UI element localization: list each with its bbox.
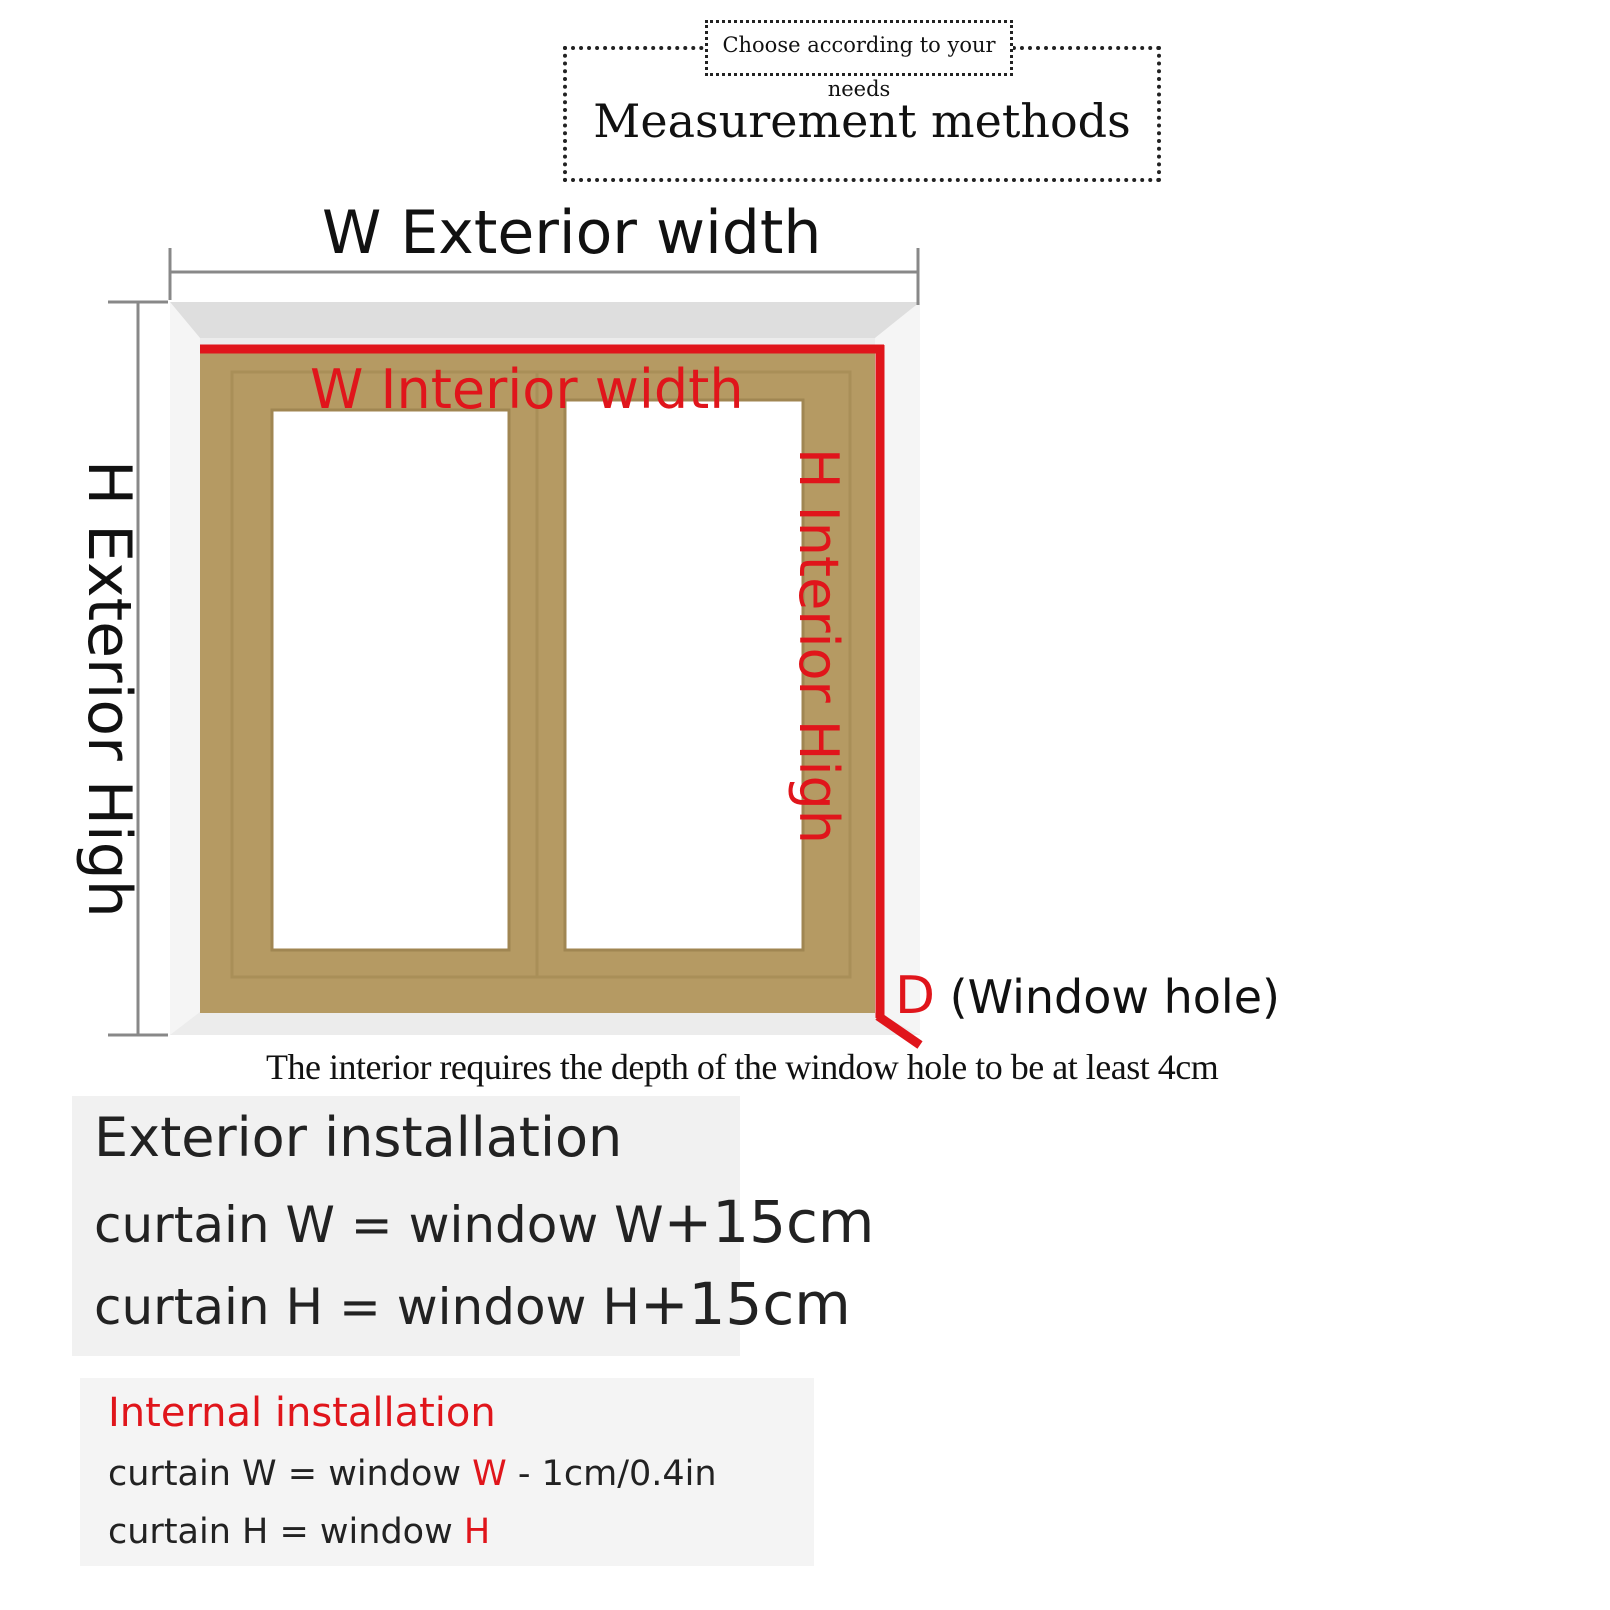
internal-width-prefix: curtain W = window bbox=[108, 1454, 473, 1494]
h-exterior-text: H Exterior High bbox=[74, 460, 144, 918]
recess-left-shade bbox=[170, 302, 200, 1035]
recess-top-shade bbox=[170, 302, 920, 338]
window-hole-label: D (Window hole) bbox=[895, 966, 1280, 1026]
exterior-height-formula: curtain H = window H+15cm bbox=[94, 1270, 851, 1338]
d-description: (Window hole) bbox=[949, 970, 1280, 1024]
internal-width-var: W bbox=[472, 1454, 507, 1494]
exterior-width-text: curtain W = window W bbox=[94, 1196, 664, 1254]
exterior-width-add: +15cm bbox=[663, 1188, 875, 1256]
tag-box: Choose according to your needs bbox=[705, 20, 1013, 101]
internal-width-suffix: - 1cm/0.4in bbox=[506, 1454, 717, 1494]
internal-width-formula: curtain W = window W - 1cm/0.4in bbox=[108, 1454, 717, 1494]
h-interior-text: H Interior High bbox=[787, 448, 850, 845]
w-exterior-label: W Exterior width bbox=[322, 198, 822, 268]
internal-installation-panel: Internal installation curtain W = window… bbox=[80, 1378, 814, 1566]
w-interior-label: W Interior width bbox=[310, 358, 744, 421]
exterior-height-text: curtain H = window H bbox=[94, 1278, 640, 1336]
tag-text: Choose according to your needs bbox=[722, 33, 996, 101]
window-sash bbox=[230, 370, 852, 979]
exterior-title: Exterior installation bbox=[94, 1106, 623, 1169]
exterior-width-formula: curtain W = window W+15cm bbox=[94, 1188, 874, 1256]
window-pane-right bbox=[563, 398, 805, 952]
page-title: Measurement methods bbox=[593, 94, 1131, 148]
d-letter: D bbox=[895, 966, 936, 1026]
depth-line bbox=[875, 1012, 923, 1049]
window-pane-left bbox=[270, 408, 511, 952]
recess-right-shade bbox=[875, 302, 920, 1035]
depth-note: The interior requires the depth of the w… bbox=[266, 1047, 1219, 1087]
exterior-installation-panel: Exterior installation curtain W = window… bbox=[72, 1096, 874, 1356]
internal-title: Internal installation bbox=[108, 1390, 496, 1436]
exterior-height-add: +15cm bbox=[639, 1270, 851, 1338]
internal-height-var: H bbox=[463, 1512, 491, 1552]
internal-height-prefix: curtain H = window bbox=[108, 1512, 464, 1552]
internal-height-formula: curtain H = window H bbox=[108, 1512, 490, 1552]
